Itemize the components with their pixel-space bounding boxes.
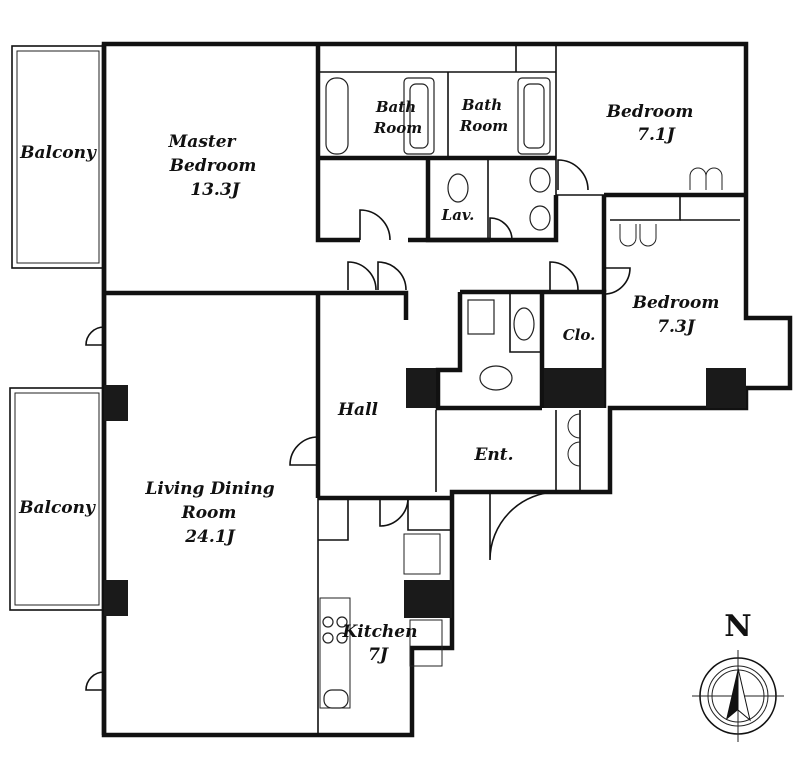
master-bedroom-label-2: Bedroom bbox=[169, 156, 257, 176]
kitchen-size: 7J bbox=[368, 645, 389, 665]
bath-room-2-label-2: Room bbox=[459, 117, 508, 135]
lav-label: Lav. bbox=[441, 206, 475, 224]
bedroom-1-size: 7.1J bbox=[637, 125, 676, 145]
interior-walls bbox=[104, 44, 746, 735]
kitchen-fixtures bbox=[319, 533, 443, 709]
master-bedroom-size: 13.3J bbox=[190, 180, 240, 200]
balcony-top-label: Balcony bbox=[19, 143, 97, 163]
bath-room-2-label: Bath bbox=[461, 96, 502, 114]
bedroom-1-label: Bedroom bbox=[606, 102, 694, 122]
compass-icon: N bbox=[692, 609, 784, 742]
master-bedroom-label: Master bbox=[167, 132, 236, 152]
north-label: N bbox=[724, 609, 751, 644]
bedroom-2-size: 7.3J bbox=[657, 317, 696, 337]
bedroom-2-label: Bedroom bbox=[632, 293, 720, 313]
closets bbox=[567, 167, 723, 467]
pillars bbox=[104, 368, 746, 618]
balcony-bottom-label: Balcony bbox=[18, 498, 96, 518]
living-dining-label-2: Room bbox=[181, 503, 237, 523]
bathroom-fixtures bbox=[325, 77, 551, 391]
hall-label: Hall bbox=[337, 400, 379, 420]
bath-room-1-label: Bath bbox=[375, 98, 416, 116]
outer-wall bbox=[101, 41, 793, 738]
closet-label: Clo. bbox=[563, 326, 596, 344]
living-dining-label: Living Dining bbox=[144, 479, 274, 499]
kitchen-label: Kitchen bbox=[342, 622, 418, 642]
entrance-label: Ent. bbox=[473, 445, 513, 465]
bath-room-1-label-2: Room bbox=[373, 119, 422, 137]
doors bbox=[85, 159, 631, 691]
living-dining-size: 24.1J bbox=[184, 527, 235, 547]
